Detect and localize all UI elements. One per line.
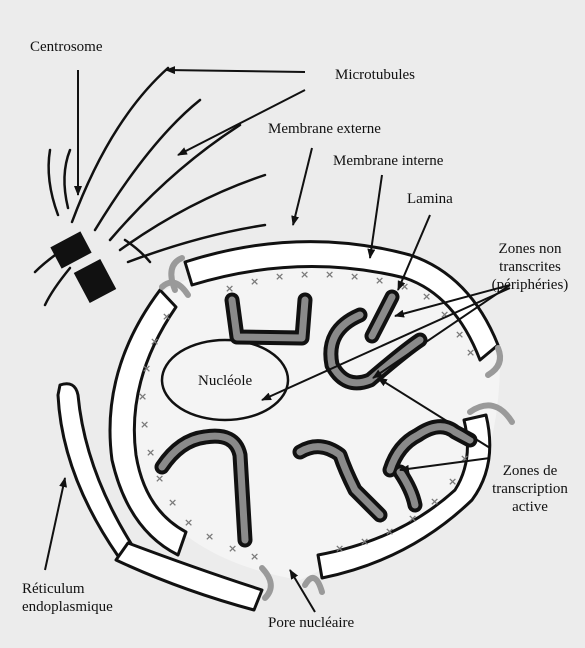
svg-text:×: × <box>385 525 394 538</box>
svg-text:×: × <box>460 452 469 465</box>
svg-text:×: × <box>205 530 214 543</box>
svg-text:×: × <box>140 418 149 431</box>
label-zones-non-transcrites-line3: (périphéries) <box>480 276 580 294</box>
svg-text:×: × <box>275 270 284 283</box>
svg-text:×: × <box>325 268 334 281</box>
label-reticulum-endoplasmique: Réticulum endoplasmique <box>22 580 113 616</box>
svg-text:×: × <box>250 275 259 288</box>
svg-text:×: × <box>300 268 309 281</box>
label-membrane-externe: Membrane externe <box>268 120 381 138</box>
svg-text:×: × <box>142 362 151 375</box>
svg-text:×: × <box>250 550 259 563</box>
svg-text:×: × <box>375 274 384 287</box>
label-nucleole: Nucléole <box>198 372 252 390</box>
label-zones-non-transcrites-line2: transcrites <box>480 258 580 276</box>
label-zones-non-transcrites-line1: Zones non <box>480 240 580 258</box>
svg-text:×: × <box>448 475 457 488</box>
label-zones-transcription-line3: active <box>480 498 580 516</box>
svg-text:×: × <box>408 512 417 525</box>
svg-text:×: × <box>455 328 464 341</box>
label-zones-transcription-active: Zones de transcription active <box>480 462 580 516</box>
centrosome-shape <box>50 231 116 303</box>
svg-text:×: × <box>168 496 177 509</box>
svg-text:×: × <box>430 495 439 508</box>
label-lamina: Lamina <box>407 190 453 208</box>
label-centrosome: Centrosome <box>30 38 103 56</box>
label-zones-transcription-line1: Zones de <box>480 462 580 480</box>
svg-text:×: × <box>150 335 159 348</box>
label-membrane-interne: Membrane interne <box>333 152 443 170</box>
svg-text:×: × <box>360 535 369 548</box>
svg-text:×: × <box>422 290 431 303</box>
label-zones-transcription-line2: transcription <box>480 480 580 498</box>
label-reticulum-line2: endoplasmique <box>22 598 113 616</box>
svg-text:×: × <box>228 542 237 555</box>
svg-text:×: × <box>350 270 359 283</box>
svg-text:×: × <box>138 390 147 403</box>
svg-text:×: × <box>184 516 193 529</box>
label-zones-non-transcrites: Zones non transcrites (périphéries) <box>480 240 580 294</box>
label-microtubules: Microtubules <box>335 66 415 84</box>
label-reticulum-line1: Réticulum <box>22 580 113 598</box>
svg-text:×: × <box>146 446 155 459</box>
svg-text:×: × <box>162 310 171 323</box>
svg-text:×: × <box>335 542 344 555</box>
label-pore-nucleaire: Pore nucléaire <box>268 614 354 632</box>
svg-text:×: × <box>466 346 475 359</box>
